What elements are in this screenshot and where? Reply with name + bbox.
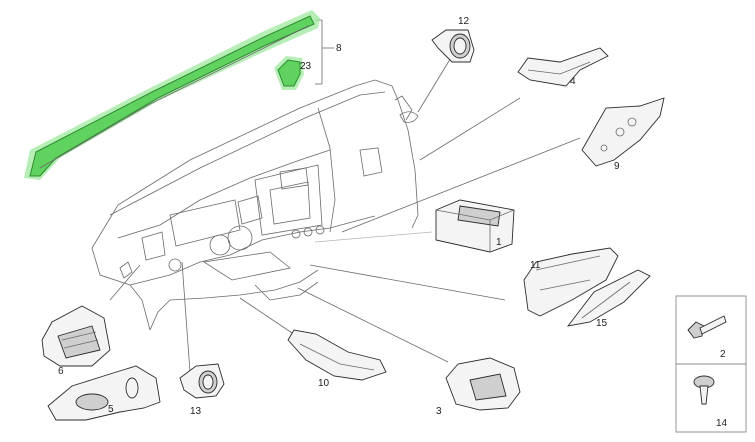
part-15-glove-box-lid[interactable] xyxy=(566,269,651,327)
callout-3: 3 xyxy=(436,406,442,417)
part-10-lower-knee-panel[interactable] xyxy=(287,329,387,381)
callout-4: 4 xyxy=(570,76,576,87)
fasteners-box xyxy=(675,295,747,433)
part-23-clip-highlighted[interactable] xyxy=(274,56,304,90)
callout-labels: 12 8 23 4 9 1 11 15 6 5 13 10 3 2 14 xyxy=(58,16,728,429)
part-4-upper-trim-panel[interactable] xyxy=(517,47,609,87)
part-6-side-air-vent[interactable] xyxy=(41,305,111,367)
part-3-steering-column-shroud[interactable] xyxy=(445,357,521,411)
leader-lines xyxy=(109,19,581,373)
part-11-glove-box[interactable] xyxy=(523,247,619,317)
callout-15: 15 xyxy=(596,318,608,329)
part-8-top-trim-highlighted[interactable] xyxy=(24,10,320,180)
part-12-round-vent[interactable] xyxy=(431,29,475,63)
part-9-side-panel[interactable] xyxy=(581,97,665,167)
callout-6: 6 xyxy=(58,366,64,377)
dashboard-assembly xyxy=(91,79,419,331)
part-5-lower-side-trim[interactable] xyxy=(47,365,161,421)
callout-12: 12 xyxy=(458,16,470,27)
part-14-screw[interactable] xyxy=(693,375,715,405)
callout-14: 14 xyxy=(716,418,728,429)
part-1-storage-box[interactable] xyxy=(435,199,515,253)
callout-8: 8 xyxy=(336,43,342,54)
callout-1: 1 xyxy=(496,237,502,248)
part-13-small-round-vent[interactable] xyxy=(179,363,225,399)
callout-9: 9 xyxy=(614,161,620,172)
callout-13: 13 xyxy=(190,406,202,417)
part-2-bolt[interactable] xyxy=(687,315,727,339)
callout-10: 10 xyxy=(318,378,330,389)
callout-11: 11 xyxy=(530,260,541,271)
callout-5: 5 xyxy=(108,404,114,415)
callout-2: 2 xyxy=(720,349,726,360)
callout-23: 23 xyxy=(300,61,312,72)
